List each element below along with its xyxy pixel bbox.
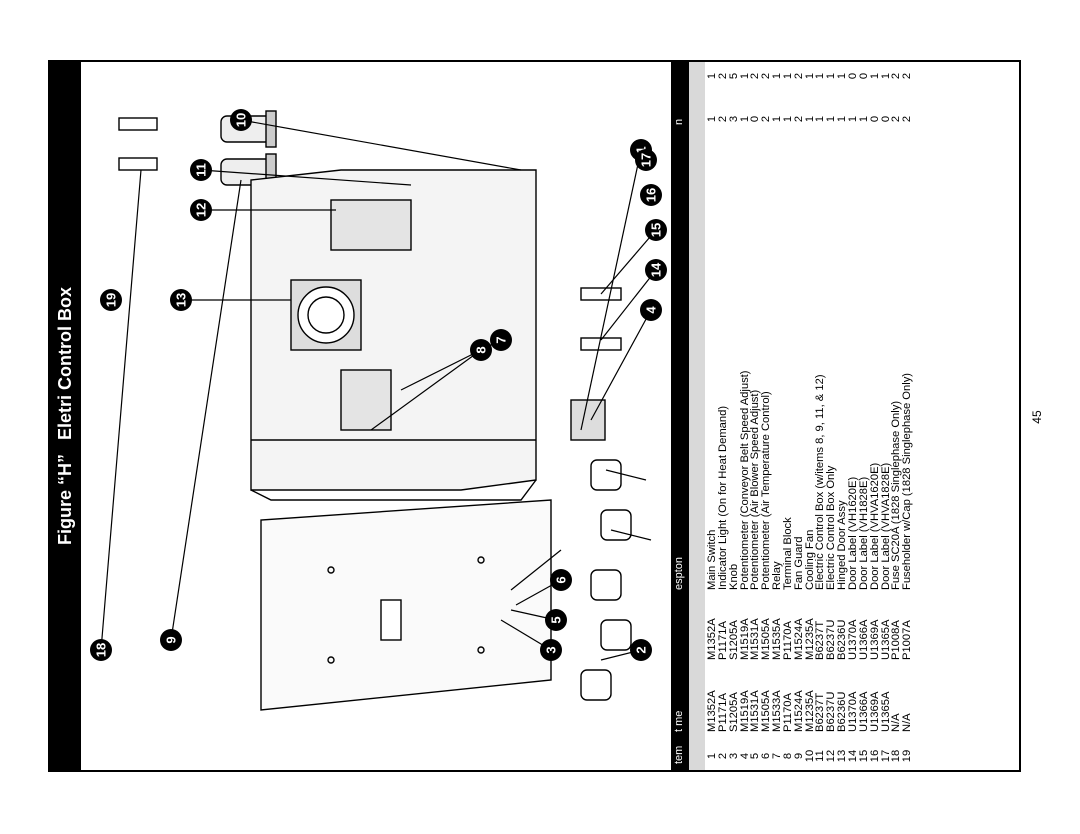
callout-circle [640,184,662,206]
callout-number: 18 [94,643,109,657]
callout-number: 3 [544,646,559,653]
callout-number: 8 [474,346,489,353]
cell-pn1: N/A [901,713,914,732]
header-description: espton [673,556,685,590]
callout-number: 12 [194,203,209,217]
header-part-number: t me [673,710,685,732]
table-row: 16 U1369A U1369A Door Label (VHVA1620E) 0 1 [868,62,881,770]
callout-number: 14 [649,262,664,277]
callout-circle [645,219,667,241]
callout-circle [645,259,667,281]
callout-circle [160,629,182,651]
cell-q2: 1 [868,72,881,80]
knob-parts [580,459,632,701]
table-row: 19 N/A P1007A Fuseholder w/Cap (1828 Single… [901,62,914,770]
header-item: tem [673,745,685,764]
callout-number: 10 [234,113,249,127]
cell-q2: 2 [901,72,914,80]
header-quantity: n [673,118,685,125]
switch-parts [570,287,622,441]
cell-q1: 3 [727,115,740,123]
callout-number: 17 [639,153,654,167]
callout-number: 6 [554,576,569,583]
cell-pn2: P1007A [901,620,914,660]
hinged-door-part [260,499,552,711]
cell-pn2: M1524A [792,618,805,660]
page-number: 45 [1030,410,1044,424]
callout-number: 4 [644,306,659,314]
callout-number: 15 [649,223,664,237]
cell-q1: 0 [868,115,881,123]
cell-item: 16 [868,749,881,763]
cell-item: 19 [901,749,914,763]
callout-circle [90,639,112,661]
cell-desc: Door Label (VHVA1620E) [868,462,881,590]
cell-q2: 2 [792,72,805,80]
cell-pn1: U1369A [868,691,881,732]
cell-q1: 2 [901,115,914,123]
cell-pn1: M1524A [792,690,805,732]
callout-circle [540,639,562,661]
callout-number: 11 [194,163,209,177]
callout-circle [100,289,122,311]
callout-circle [470,339,492,361]
table-separator [689,62,705,770]
figure-title-bar: Figure “H” Eletri Control Box [50,62,81,770]
cell-pn2: S1205A [727,620,740,660]
cell-desc: Fan Guard [792,536,805,590]
callout-circle [630,639,652,661]
callout-number: 2 [634,646,649,653]
figure-name: Eletri Control Box [55,286,75,440]
callout-circle [190,159,212,181]
callout-circle [545,609,567,631]
callout-number: 7 [494,336,509,343]
control-box-part [250,169,537,501]
cell-desc: Indicator Light (On for Heat Demand) [716,405,729,590]
cell-pn2: U1369A [868,619,881,660]
callout-circle [635,149,657,171]
callout-circle [640,299,662,321]
parts-table-header: tem t me espton n [671,62,689,770]
callout-number: 13 [174,293,189,307]
cell-desc: Fuseholder w/Cap (1828 Singlephase Only) [901,372,914,590]
callout-number: 1 [634,146,649,153]
cell-desc: Knob [727,563,740,590]
cell-item: 9 [792,752,805,760]
callout-number: 9 [164,636,179,643]
figure-label: Figure “H” [55,454,75,546]
cell-item: 3 [727,752,740,760]
callout-number: 5 [549,616,564,623]
cell-q2: 5 [727,72,740,80]
callout-circle [190,199,212,221]
callout-number: 16 [644,188,659,202]
callout-circle [550,569,572,591]
fuse-part [118,117,158,171]
cell-q1: 2 [792,115,805,123]
figure-frame: Figure “H” Eletri Control Box [48,60,1021,772]
callout-circle [170,289,192,311]
callout-circle [230,109,252,131]
callout-number: 19 [104,293,119,307]
cell-pn1: S1205A [727,692,740,732]
callout-circle [490,329,512,351]
table-row: 9 M1524A M1524A Fan Guard 2 2 [792,62,805,770]
